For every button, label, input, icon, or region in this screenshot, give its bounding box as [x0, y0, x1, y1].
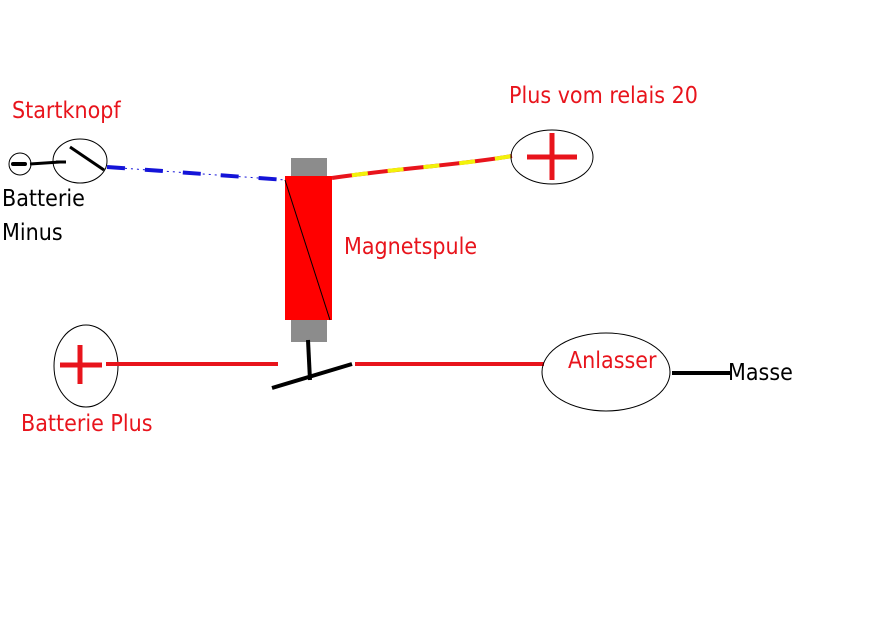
label-batterie-plus: Batterie Plus: [21, 411, 153, 437]
startbutton-switch: [52, 138, 108, 184]
relay-contact-plunger: [306, 339, 312, 381]
coil-body: [285, 176, 332, 320]
relay-contact-icon: [271, 339, 353, 390]
coil-bottom-cap: [291, 320, 327, 342]
label-plus-vom-relais: Plus vom relais 20: [509, 83, 698, 109]
wire-minus-to-startbutton: [29, 160, 61, 166]
wire-yellow-dashes: [331, 154, 513, 180]
label-masse: Masse: [728, 360, 793, 386]
coil-diagonal: [284, 179, 331, 321]
relay-plus-ellipse: [510, 129, 594, 185]
wire-coil-to-relay-plus: [331, 154, 513, 180]
label-batterie-minus-2: Minus: [2, 220, 63, 246]
startbutton-ellipse: [52, 138, 108, 184]
wire-startbutton-to-coil: [106, 165, 287, 182]
wire-blue-dashes: [106, 165, 287, 182]
magnetspule-coil: [284, 158, 332, 342]
battery-minus-terminal: [8, 152, 32, 176]
label-batterie-minus-1: Batterie: [2, 186, 85, 212]
label-magnetspule: Magnetspule: [344, 234, 477, 260]
label-startknopf: Startknopf: [12, 98, 121, 124]
startbutton-lever-icon: [69, 145, 105, 172]
label-anlasser: Anlasser: [568, 348, 657, 374]
anlasser-ellipse: [541, 332, 671, 412]
coil-top-cap: [291, 158, 327, 176]
relay-plus-terminal: [510, 129, 594, 185]
relay-contact-bar: [271, 362, 353, 390]
